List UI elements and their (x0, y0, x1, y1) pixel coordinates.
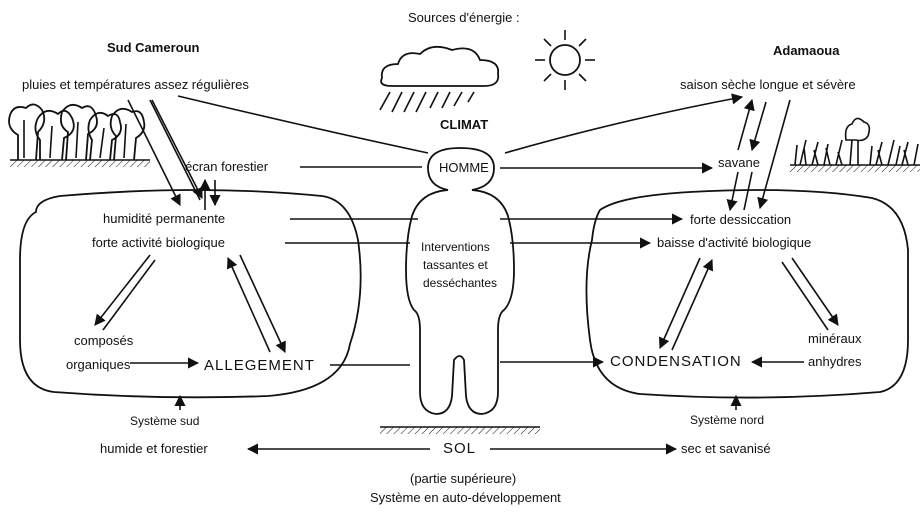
south-soil-text: humide et forestier (100, 441, 208, 456)
footer-caption: Système en auto-développement (370, 490, 561, 505)
north-climate-arrow (505, 97, 742, 153)
region-south-heading: Sud Cameroun (107, 40, 200, 55)
interventions-line-2: tassantes et (423, 258, 488, 272)
sol-subtitle: (partie supérieure) (410, 471, 516, 486)
minerals-line-1: minéraux (808, 331, 862, 346)
region-north-heading: Adamaoua (773, 43, 840, 58)
climat-label: CLIMAT (440, 117, 488, 132)
interventions-line-1: Interventions (421, 240, 490, 254)
ground-hatch (380, 427, 540, 434)
savane-text: savane (718, 155, 760, 170)
compounds-line-1: composés (74, 333, 134, 348)
south-humidity-text: humidité permanente (103, 211, 225, 226)
condensation-label: CONDENSATION (610, 353, 742, 370)
forest-icon (9, 104, 150, 167)
north-soil-text: sec et savanisé (681, 441, 771, 456)
south-climate-text: pluies et températures assez régulières (22, 77, 249, 92)
interventions-line-3: desséchantes (423, 276, 497, 290)
south-climate-arrow (178, 96, 428, 153)
allegement-label: ALLEGEMENT (204, 357, 315, 374)
north-system-label: Système nord (690, 413, 764, 427)
rain-cloud-icon (380, 47, 498, 112)
south-activity-text: forte activité biologique (92, 235, 225, 250)
north-climate-text: saison sèche longue et sévère (680, 77, 856, 92)
north-activity-text: baisse d'activité biologique (657, 235, 811, 250)
sun-icon (535, 30, 595, 90)
energy-sources-title: Sources d'énergie : (408, 10, 520, 25)
homme-label: HOMME (439, 160, 489, 175)
savanna-icon (790, 118, 920, 172)
compounds-line-2: organiques (66, 357, 131, 372)
minerals-line-2: anhydres (808, 354, 862, 369)
forest-screen-text: écran forestier (185, 159, 269, 174)
sol-label: SOL (443, 440, 476, 457)
north-desiccation-text: forte dessiccation (690, 212, 791, 227)
south-system-label: Système sud (130, 414, 199, 428)
